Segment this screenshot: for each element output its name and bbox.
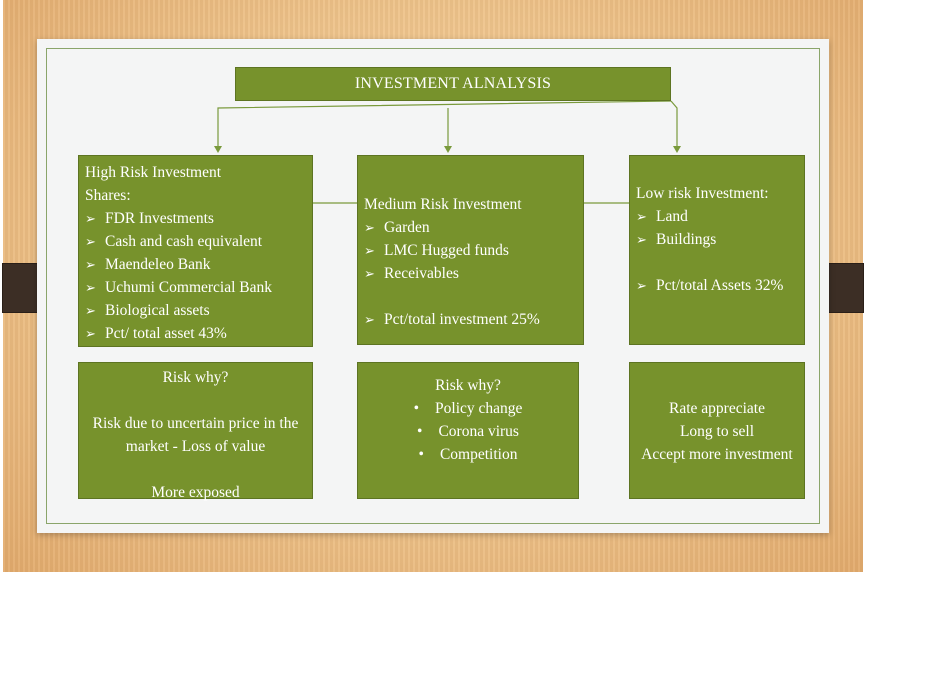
- bullet-dot-icon: •: [413, 400, 420, 417]
- arrow-bullet-icon: ➢: [85, 280, 96, 295]
- title-text: INVESTMENT ALNALYSIS: [354, 75, 552, 92]
- list-item: ➢Pct/total Assets 32%: [636, 274, 798, 297]
- high-risk-why-box: Risk why? Risk due to uncertain price in…: [78, 362, 313, 501]
- list-item: ➢LMC Hugged funds: [364, 239, 577, 262]
- medium-risk-heading: Medium Risk Investment: [364, 196, 522, 213]
- high-risk-subheading: Shares:: [85, 187, 131, 204]
- why-text: Rate appreciate: [669, 400, 765, 417]
- arrow-bullet-icon: ➢: [85, 257, 96, 272]
- title-box: INVESTMENT ALNALYSIS: [235, 67, 671, 101]
- arrow-bullet-icon: ➢: [636, 209, 647, 224]
- arrow-bullet-icon: ➢: [364, 312, 375, 327]
- arrow-bullet-icon: ➢: [364, 243, 375, 258]
- panel-border: [46, 48, 820, 524]
- connector-to-high: [217, 100, 672, 150]
- list-item: ➢Pct/ total asset 43%: [85, 322, 306, 345]
- arrow-bullet-icon: ➢: [636, 278, 647, 293]
- arrowhead-high: [214, 146, 222, 153]
- why-text: market - Loss of value: [125, 438, 266, 455]
- bullet-dot-icon: •: [417, 423, 423, 440]
- list-item: ➢Maendeleo Bank: [85, 253, 306, 276]
- arrow-bullet-icon: ➢: [364, 220, 375, 235]
- arrow-bullet-icon: ➢: [85, 234, 96, 249]
- why-heading: Risk why?: [162, 369, 229, 386]
- why-text: Accept more investment: [641, 446, 793, 463]
- medium-risk-why-box: Risk why? •Policy change •Corona virus •…: [357, 362, 579, 499]
- arrow-bullet-icon: ➢: [636, 232, 647, 247]
- high-risk-box: High Risk Investment Shares: ➢FDR Invest…: [78, 155, 313, 347]
- arrow-bullet-icon: ➢: [85, 211, 96, 226]
- list-item: •Corona virus: [364, 420, 572, 443]
- arrow-bullet-icon: ➢: [364, 266, 375, 281]
- bullet-dot-icon: •: [418, 446, 424, 463]
- list-item: ➢Pct/total investment 25%: [364, 308, 577, 331]
- low-risk-box: Low risk Investment: ➢Land ➢Buildings ➢P…: [629, 155, 805, 345]
- list-item: ➢Land: [636, 205, 798, 228]
- arrowhead-low: [673, 146, 681, 153]
- list-item: ➢Cash and cash equivalent: [85, 230, 306, 253]
- why-text: Risk due to uncertain price in the: [92, 415, 299, 432]
- list-item: •Competition: [364, 443, 572, 466]
- low-risk-why-box: Rate appreciate Long to sell Accept more…: [629, 362, 805, 499]
- medium-risk-box: Medium Risk Investment ➢Garden ➢LMC Hugg…: [357, 155, 584, 345]
- why-heading: Risk why?: [435, 377, 501, 394]
- low-risk-heading: Low risk Investment:: [636, 185, 769, 202]
- list-item: ➢Buildings: [636, 228, 798, 251]
- why-text: Long to sell: [679, 423, 755, 440]
- list-item: •Policy change: [364, 397, 572, 420]
- list-item: ➢Receivables: [364, 262, 577, 285]
- list-item: ➢Garden: [364, 216, 577, 239]
- why-text: More exposed: [151, 484, 240, 501]
- arrow-bullet-icon: ➢: [85, 326, 96, 341]
- list-item: ➢FDR Investments: [85, 207, 306, 230]
- list-item: ➢Uchumi Commercial Bank: [85, 276, 306, 299]
- arrow-bullet-icon: ➢: [85, 303, 96, 318]
- arrowhead-medium: [444, 146, 452, 153]
- list-item: ➢Biological assets: [85, 299, 306, 322]
- connector-to-low: [670, 100, 678, 150]
- high-risk-heading: High Risk Investment: [85, 164, 222, 181]
